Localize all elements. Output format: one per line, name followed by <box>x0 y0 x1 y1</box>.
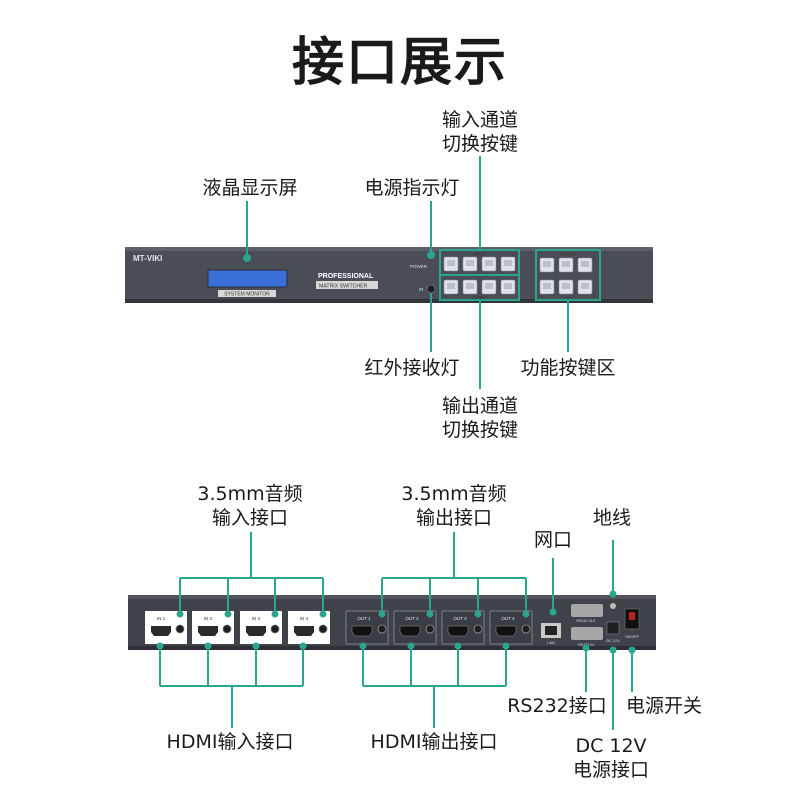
page-title: 接口展示 <box>291 33 508 93</box>
input-group-text: INPUT <box>474 252 485 256</box>
lan-text: LAN <box>547 640 555 645</box>
label-lan: 网口 <box>533 529 572 551</box>
rear-callouts <box>159 532 633 730</box>
out-port-label: OUT 2 <box>405 616 419 621</box>
audio-out-jack[interactable] <box>425 624 435 634</box>
label-hdmi-out: HDMI输出接口 <box>370 731 498 753</box>
label-output-switch: 输出通道 切换按键 <box>441 395 518 441</box>
label-audio-out: 3.5mm音频 输出接口 <box>401 483 507 529</box>
control-group-text: CONTROL <box>559 252 576 256</box>
rs232-in-port <box>571 627 603 640</box>
label-ir-receiver: 红外接收灯 <box>364 357 460 379</box>
product-line1: PROFESSIONAL <box>318 273 374 280</box>
hdmi-in-port[interactable] <box>198 626 218 636</box>
output-group-text: OUTPUT <box>472 296 487 300</box>
front-button-groups: INPUT OUTPUT CONTROL <box>439 249 601 301</box>
dc-text: DC 12V <box>606 638 620 643</box>
label-ground: 地线 <box>592 507 631 529</box>
ir-receiver <box>426 284 436 294</box>
rs232-out-port <box>571 604 603 617</box>
label-hdmi-in: HDMI输入接口 <box>166 731 294 753</box>
audio-out-jack[interactable] <box>377 624 387 634</box>
rs232-out-text: RS232 OUT <box>576 619 596 623</box>
label-input-switch: 输入通道 切换按键 <box>441 109 518 155</box>
in-port-label: IN 1 <box>157 616 166 621</box>
hdmi-in-port[interactable] <box>294 626 314 636</box>
audio-out-jack[interactable] <box>473 624 483 634</box>
in-port-label: IN 3 <box>252 616 261 621</box>
hdmi-in-port[interactable] <box>246 626 266 636</box>
label-audio-in: 3.5mm音频 输入接口 <box>197 483 303 529</box>
in-port-label: IN 2 <box>204 616 213 621</box>
label-dc-power: DC 12V 电源接口 <box>572 735 649 781</box>
label-lcd: 液晶显示屏 <box>202 177 298 199</box>
brand-logo: MT-VIKI <box>133 254 162 263</box>
audio-in-jack[interactable] <box>175 624 185 634</box>
in-port-label: IN 4 <box>300 616 309 621</box>
rear-panel: IN 1 IN 2 IN 3 IN 4 OUT 1 OUT 2 OUT 3 OUT 4 LAN… <box>128 532 656 730</box>
rear-callout-dots <box>156 590 636 654</box>
out-port-label: OUT 1 <box>357 616 371 621</box>
ir-text: IR <box>419 287 424 292</box>
lcd-screen <box>207 269 288 288</box>
out-port-label: OUT 3 <box>453 616 467 621</box>
ground-screw <box>610 603 616 609</box>
label-function-keys: 功能按键区 <box>520 357 616 379</box>
label-rs232: RS232接口 <box>507 695 607 717</box>
onoff-text: ON/OFF <box>625 635 640 639</box>
lcd-caption: SYSTEM MONITOR <box>224 292 270 298</box>
audio-in-jack[interactable] <box>270 624 280 634</box>
label-power-led: 电源指示灯 <box>364 177 460 199</box>
label-power-switch: 电源开关 <box>625 695 702 717</box>
dc-jack <box>606 621 620 635</box>
out-port-label: OUT 4 <box>501 616 515 621</box>
front-callouts <box>243 156 569 389</box>
hdmi-in-port[interactable] <box>151 626 171 636</box>
audio-in-jack[interactable] <box>222 624 232 634</box>
audio-out-jack[interactable] <box>521 624 531 634</box>
hdmi-out-port[interactable] <box>495 625 517 637</box>
audio-in-jack[interactable] <box>318 624 328 634</box>
hdmi-out-port[interactable] <box>447 625 469 637</box>
front-panel: MT-VIKI SYSTEM MONITOR PROFESSIONAL MATR… <box>125 156 653 389</box>
power-text: POWER <box>410 264 428 269</box>
hdmi-out-port[interactable] <box>399 625 421 637</box>
hdmi-out-port[interactable] <box>351 625 373 637</box>
product-line2: MATRIX SWITCHER <box>319 284 368 290</box>
